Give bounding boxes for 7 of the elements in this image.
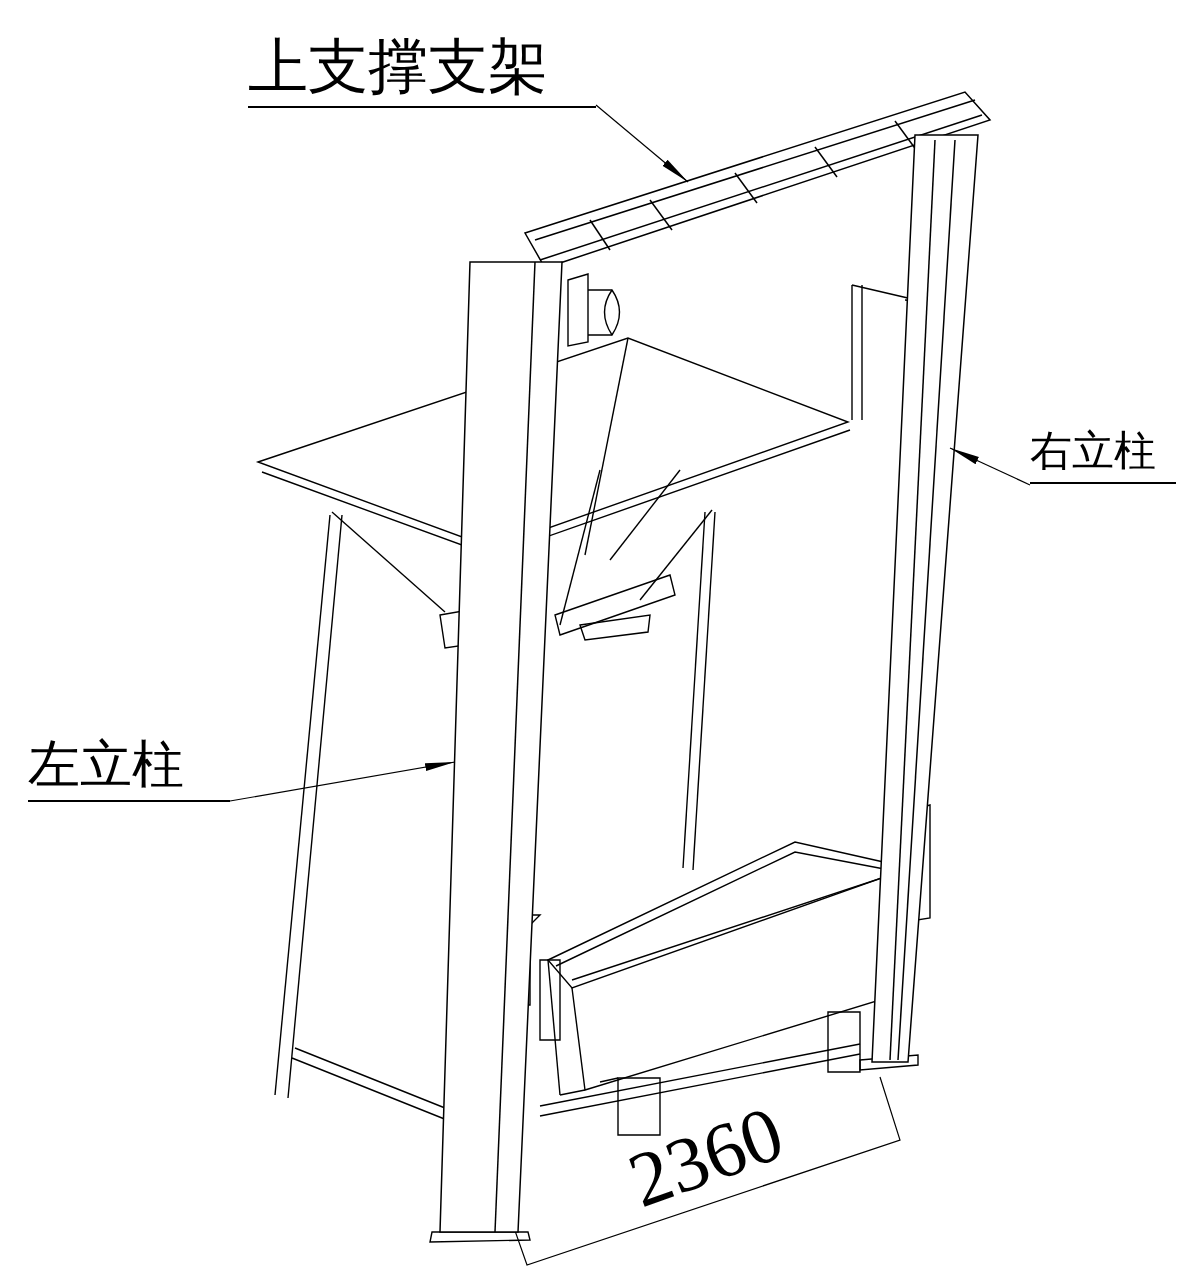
part-label: 上支撑支架: [248, 36, 596, 108]
leader-line: [595, 104, 689, 183]
part-label: 右立柱: [1030, 430, 1176, 484]
leader-line: [949, 447, 1031, 486]
part-label: 左立柱: [28, 738, 230, 802]
dimension-value: 2360: [619, 1093, 793, 1221]
leader-line: [229, 761, 456, 802]
